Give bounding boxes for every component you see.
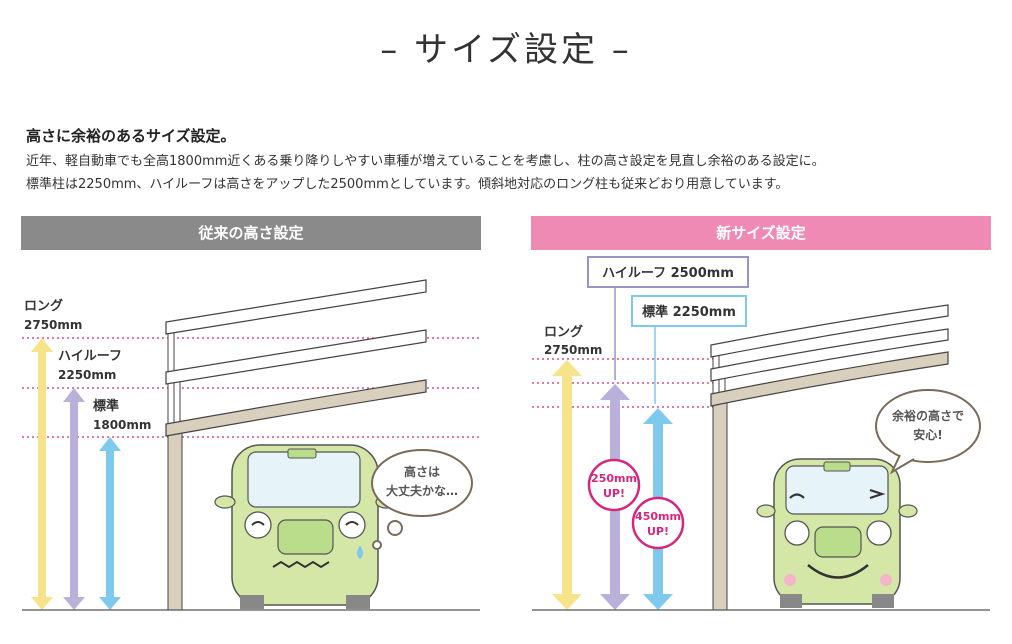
old-roof-std bbox=[165, 379, 427, 437]
new-badge-450-top: 450mm bbox=[635, 510, 681, 523]
old-car-illustration bbox=[214, 444, 397, 609]
new-callout-high-box bbox=[587, 256, 749, 288]
new-roof-long bbox=[710, 304, 949, 358]
page-title: – サイズ設定 – bbox=[380, 30, 632, 70]
old-std-value: 1800mm bbox=[93, 418, 151, 432]
new-post-std bbox=[712, 396, 728, 611]
new-badge-450: 450mm UP! bbox=[631, 496, 685, 550]
new-bubble-line-2: 安心! bbox=[913, 427, 942, 442]
old-bubble-line-1: 高さは bbox=[404, 464, 440, 479]
old-bubble-line-2: 大丈夫かな… bbox=[386, 483, 458, 498]
new-callout-std: 標準 2250mm bbox=[642, 304, 736, 320]
new-roof-high bbox=[710, 328, 949, 382]
old-long-label: ロング bbox=[24, 298, 63, 314]
old-post-std bbox=[167, 427, 183, 611]
new-badge-250-top: 250mm bbox=[591, 472, 637, 485]
old-panel-header: 従来の高さ設定 bbox=[21, 216, 481, 250]
new-long-arrow bbox=[552, 360, 582, 610]
new-speech-bubble: 余裕の高さで 安心! bbox=[875, 389, 981, 475]
old-long-value: 2750mm bbox=[24, 318, 82, 332]
new-panel-illustration: ハイルーフ 2500mm 標準 2250mm ロング 2750mm 250mm … bbox=[532, 256, 990, 611]
lead-text-line-1: 近年、軽自動車でも全高1800mm近くある乗り降りしやすい車種が増えていることを… bbox=[26, 154, 825, 169]
new-car-illustration bbox=[756, 458, 918, 608]
new-callout-std-box bbox=[631, 295, 747, 327]
new-long-label: ロング bbox=[544, 324, 583, 340]
lead-text-line-2: 標準柱は2250mm、ハイルーフは高さをアップした2500mmとしています。傾斜… bbox=[26, 177, 789, 192]
old-roof-long bbox=[165, 279, 427, 335]
lead-heading: 高さに余裕のあるサイズ設定。 bbox=[26, 127, 236, 145]
old-high-value: 2250mm bbox=[58, 368, 116, 382]
new-roof-std bbox=[710, 351, 949, 407]
old-roof-high bbox=[165, 329, 427, 385]
new-panel-header: 新サイズ設定 bbox=[531, 216, 991, 250]
old-high-label: ハイルーフ bbox=[58, 349, 122, 364]
new-badge-450-bottom: UP! bbox=[647, 525, 669, 538]
new-bubble-line-1: 余裕の高さで bbox=[891, 408, 964, 423]
old-thought-bubble: 高さは 大丈夫かな… bbox=[371, 449, 473, 550]
old-long-arrow bbox=[31, 338, 53, 610]
new-badge-250: 250mm UP! bbox=[587, 458, 641, 512]
new-long-value: 2750mm bbox=[544, 343, 602, 357]
old-std-label: 標準 bbox=[93, 398, 119, 414]
new-badge-250-bottom: UP! bbox=[603, 487, 625, 500]
old-panel-illustration: ロング 2750mm ハイルーフ 2250mm 標準 1800mm bbox=[22, 279, 480, 611]
new-callout-high: ハイルーフ 2500mm bbox=[602, 266, 734, 281]
old-high-arrow bbox=[63, 388, 85, 610]
old-std-arrow bbox=[99, 437, 121, 610]
